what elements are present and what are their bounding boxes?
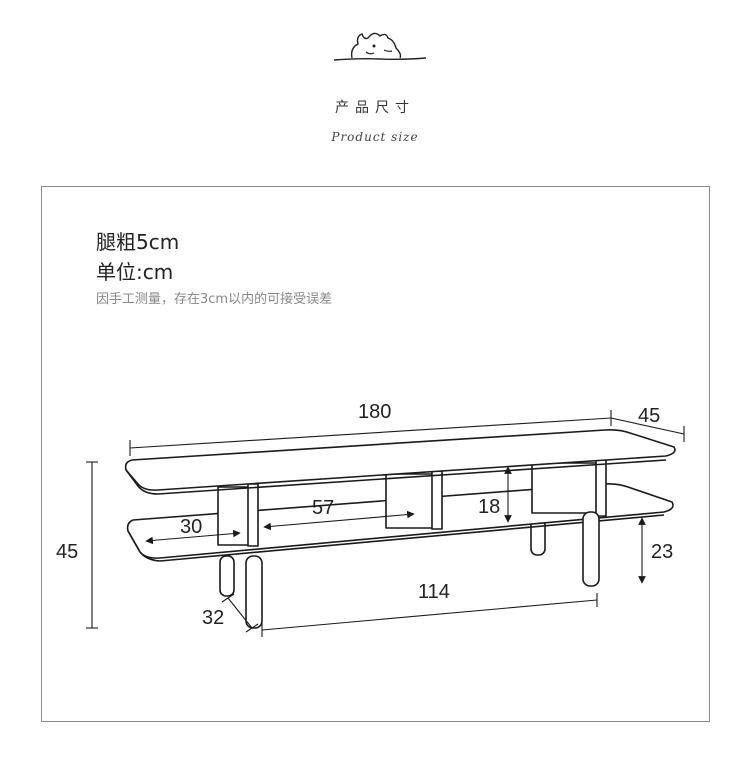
unit-note: 单位:cm xyxy=(96,260,174,284)
tolerance-note: 因手工测量，存在3cm以内的可接受误差 xyxy=(96,292,333,307)
diagram-frame xyxy=(41,186,710,722)
leg-thickness-note: 腿粗5cm xyxy=(96,230,180,254)
section-subtitle: Product size xyxy=(331,130,419,144)
section-title: 产品尺寸 xyxy=(335,100,415,116)
cartoon-animal-icon xyxy=(333,32,427,61)
